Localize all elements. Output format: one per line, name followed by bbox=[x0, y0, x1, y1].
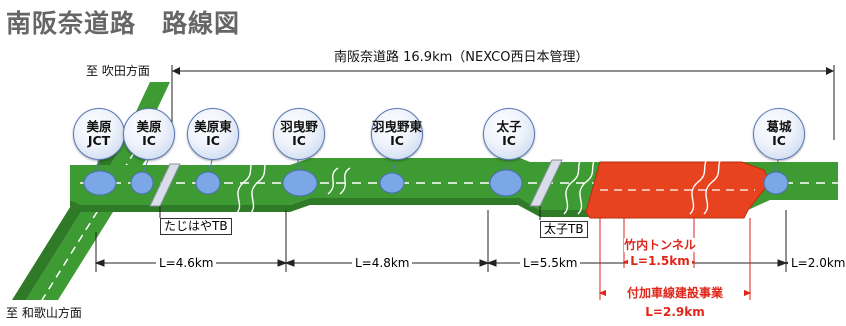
project-length: L=2.9km bbox=[642, 305, 708, 319]
ic-pin-mihara-jct: 美原 JCT bbox=[73, 108, 125, 160]
distance-label: L=4.6km bbox=[156, 256, 217, 270]
toll-booth-label-taishi: 太子TB bbox=[540, 221, 588, 238]
distance-label: L=5.5km bbox=[520, 256, 581, 270]
ic-type: IC bbox=[390, 133, 404, 148]
ic-marker bbox=[130, 159, 154, 195]
ic-marker bbox=[282, 160, 318, 197]
ic-pin-mihara-ic: 美原 IC bbox=[123, 108, 175, 160]
distance-label: L=4.8km bbox=[352, 256, 413, 270]
ic-name: 羽曳野東 bbox=[372, 119, 423, 134]
ic-type: IC bbox=[292, 133, 306, 148]
interchange-markers bbox=[83, 159, 789, 197]
ic-type: IC bbox=[142, 133, 156, 148]
ic-marker bbox=[379, 159, 405, 194]
ic-name: 羽曳野 bbox=[280, 119, 318, 134]
distance-label: L=2.0km bbox=[788, 256, 846, 270]
tunnel-length: L=1.5km bbox=[628, 254, 692, 268]
ic-marker bbox=[763, 159, 789, 195]
ic-type: IC bbox=[206, 133, 220, 148]
project-name: 付加車線建設事業 bbox=[606, 286, 744, 300]
tunnel-name: 竹内トンネル bbox=[624, 238, 696, 252]
ic-name: 太子 bbox=[496, 119, 522, 134]
ic-type: IC bbox=[772, 133, 786, 148]
ic-type: IC bbox=[502, 133, 516, 148]
ic-marker bbox=[195, 159, 221, 195]
ic-pin-miharahigashi-ic: 美原東 IC bbox=[187, 108, 239, 160]
direction-top-label: 至 吹田方面 bbox=[86, 64, 150, 78]
ic-pin-taishi-ic: 太子 IC bbox=[483, 108, 535, 160]
ic-name: 美原 bbox=[86, 119, 112, 134]
tunnel-arcs bbox=[235, 151, 731, 215]
ic-pin-katsuragi-ic: 葛城 IC bbox=[753, 108, 805, 160]
ic-name: 美原東 bbox=[194, 119, 232, 134]
ic-marker bbox=[489, 159, 523, 197]
section-label: 南阪奈道路 16.9km（NEXCO西日本管理） bbox=[330, 46, 593, 65]
ic-pin-habikino-ic: 羽曳野 IC bbox=[273, 108, 325, 160]
direction-bottom-label: 至 和歌山方面 bbox=[6, 306, 82, 320]
map-title: 南阪奈道路 路線図 bbox=[6, 9, 241, 38]
toll-booth-label-tajihaya: たじはやTB bbox=[160, 218, 232, 235]
toll-booth-marks bbox=[149, 159, 563, 220]
ic-name: 葛城 bbox=[766, 119, 792, 134]
ic-pin-habikinohigashi-ic: 羽曳野東 IC bbox=[371, 108, 423, 160]
ic-type: JCT bbox=[87, 133, 111, 148]
ic-marker bbox=[83, 160, 117, 196]
ic-name: 美原 bbox=[136, 119, 162, 134]
